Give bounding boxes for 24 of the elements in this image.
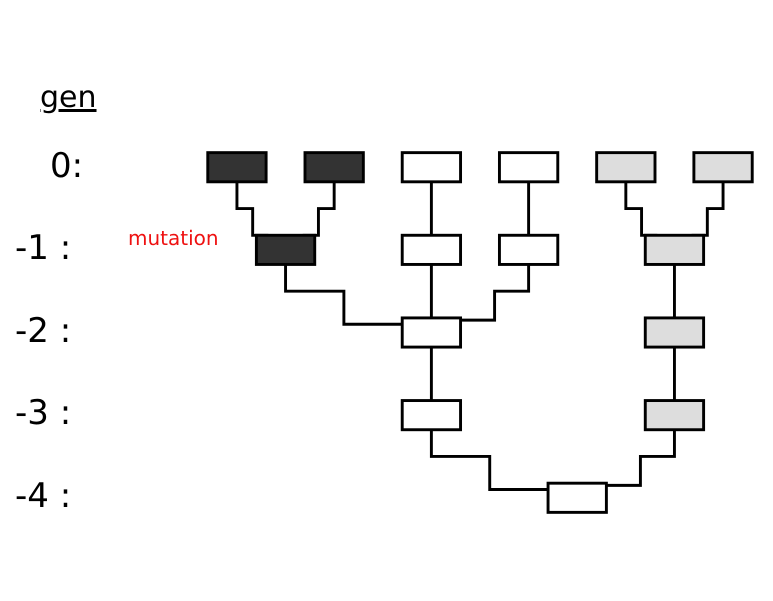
- node-box: [400, 234, 462, 266]
- node-box: [692, 151, 754, 184]
- generation-label: -2 :: [15, 311, 72, 351]
- generation-label: 0:: [50, 146, 84, 186]
- node-box: [400, 399, 462, 432]
- node-box: [400, 151, 462, 184]
- generation-label: -3 :: [15, 393, 72, 433]
- axis-heading: gen: [40, 80, 97, 115]
- node-box: [498, 234, 560, 266]
- node-box: [644, 234, 706, 266]
- node-box: [595, 151, 656, 184]
- node-box: [304, 151, 365, 184]
- node-box: [644, 316, 706, 349]
- node-box: [206, 151, 268, 184]
- node-box: [400, 316, 462, 349]
- annotation-text: mutation: [128, 226, 219, 250]
- node-box: [546, 482, 608, 514]
- generation-label: -4 :: [15, 476, 72, 516]
- connector: [606, 428, 676, 487]
- connector: [430, 428, 548, 491]
- generation-label: -1 :: [15, 228, 72, 268]
- node-box: [498, 151, 560, 184]
- node-box: [644, 399, 706, 432]
- node-box: [254, 234, 316, 266]
